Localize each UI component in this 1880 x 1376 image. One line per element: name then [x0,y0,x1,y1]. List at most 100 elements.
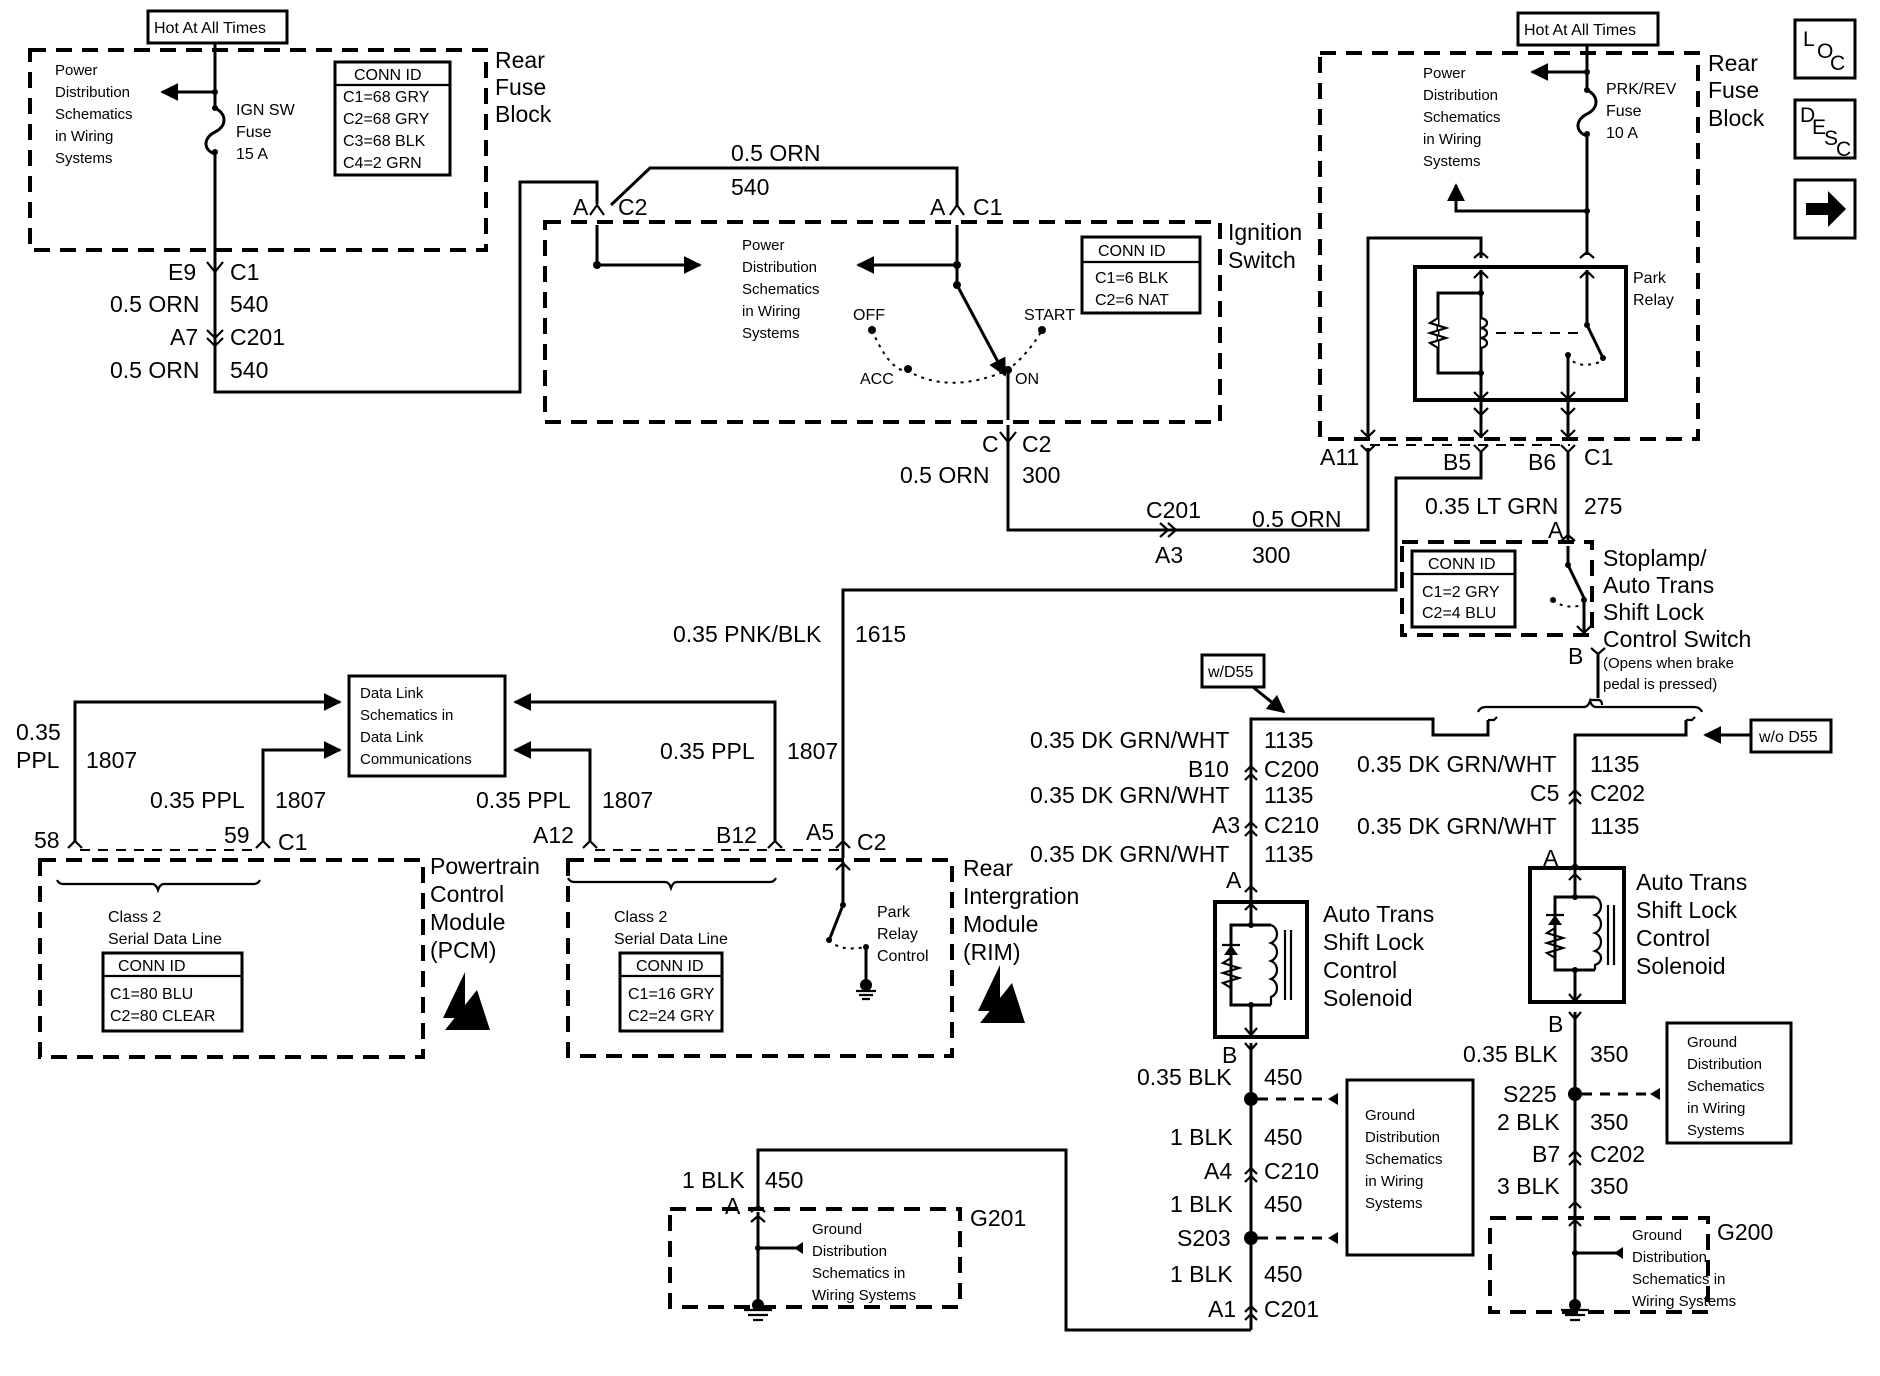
wire-color: 1 BLK [1170,1124,1233,1150]
ground-g200: Ground Distribution Schematics in Wiring… [1488,1200,1773,1322]
ground-distribution-ref[interactable]: Ground Distribution Schematics in Wiring… [1665,1021,1793,1145]
bus-label: Class 2 [108,909,161,926]
svg-text:Schematics: Schematics [55,106,133,123]
svg-text:Systems: Systems [1687,1122,1745,1139]
power-distribution-ref[interactable]: Power Distribution Schematics in Wiring … [1423,65,1501,170]
wire-color: 0.5 ORN [110,291,199,317]
desc-letter-s: S [1824,127,1838,150]
pcm-module: 58 59 C1 Powertrain Control Module (PCM)… [34,822,540,1059]
solenoid-title: Solenoid [1636,953,1726,979]
svg-text:CONN ID: CONN ID [1428,556,1496,573]
option-w-d55: w/D55 [1200,653,1286,714]
connector-label: C201 [1146,497,1201,523]
ground-distribution-ref[interactable]: Ground Distribution Schematics in Wiring… [1345,1078,1475,1257]
pin-label: B [1548,1011,1563,1037]
svg-text:Schematics in: Schematics in [360,707,453,724]
relay-label: Park [1633,270,1667,287]
ground-icon [856,989,876,1001]
svg-text:Schematics in: Schematics in [1632,1271,1725,1288]
svg-text:Distribution: Distribution [1365,1129,1440,1146]
svg-text:Wiring Systems: Wiring Systems [1632,1293,1736,1310]
position-off: OFF [853,307,885,324]
wire-color: 0.5 ORN [110,357,199,383]
conn-id-table: CONN ID C1=68 GRY C2=68 GRY C3=68 BLK C4… [333,60,452,177]
switch-note: pedal is pressed) [1603,676,1717,693]
conn-id-table: CONN ID C1=16 GRY C2=24 GRY [618,951,724,1033]
circuit-number: 450 [765,1167,803,1193]
solenoid-left: 0.35 DK GRN/WHT 1135 B10 C200 0.35 DK GR… [756,727,1475,1332]
svg-text:C3=68 BLK: C3=68 BLK [343,133,426,150]
circuit-number: 1135 [1264,727,1313,753]
stoplamp-switch-title: Control Switch [1603,626,1751,652]
wire-color: 0.5 ORN [1252,506,1341,532]
svg-text:w/o D55: w/o D55 [1758,729,1818,746]
svg-text:C2=68 GRY: C2=68 GRY [343,111,430,128]
pin-label: A11 [1320,444,1359,470]
svg-text:Schematics: Schematics [1365,1151,1443,1168]
power-distribution-ref[interactable]: Power Distribution Schematics in Wiring … [55,62,133,167]
solenoid-title: Solenoid [1323,985,1413,1011]
wire-color: 1 BLK [682,1167,745,1193]
circuit-number: 450 [1264,1261,1302,1287]
fuse-icon [204,106,226,156]
pin-label: A1 [1208,1296,1236,1322]
wire-color: 0.35 BLK [1137,1064,1232,1090]
loc-letter-l: L [1803,28,1815,51]
ground-g201: 1 BLK 450 A Ground Distribution Schemati… [668,1167,1026,1322]
ground-icon [744,1308,772,1322]
rim-title: Module [963,911,1038,937]
svg-text:C2=6 NAT: C2=6 NAT [1095,292,1169,309]
next-button[interactable] [1793,178,1857,240]
position-start: START [1024,307,1075,324]
wire-color: 0.35 PPL [150,787,245,813]
pin-label: B12 [716,822,757,848]
right-fuse-block: Hot At All Times Rear Fuse Block Power D… [1318,11,1765,475]
power-distribution-ref[interactable]: Power Distribution Schematics in Wiring … [742,237,820,342]
ground-name: G200 [1717,1219,1773,1245]
circuit-number: 1135 [1264,782,1313,808]
pcm-title: (PCM) [430,937,496,963]
switch-note: (Opens when brake [1603,655,1734,672]
solenoid-right: 0.35 DK GRN/WHT 1135 C5 C202 0.35 DK GRN… [1357,751,1793,1300]
pin-label: A4 [1204,1158,1232,1184]
svg-text:C1=16 GRY: C1=16 GRY [628,986,715,1003]
solenoid-title: Shift Lock [1636,897,1737,923]
loc-letter-c: C [1830,52,1845,75]
circuit-number: 1807 [275,787,326,813]
hot-label-text: Hot At All Times [1524,22,1636,39]
svg-text:in Wiring: in Wiring [1687,1100,1745,1117]
svg-text:CONN ID: CONN ID [636,958,704,975]
pin-label: 59 [224,822,250,848]
svg-text:in Wiring: in Wiring [1423,131,1481,148]
fuse-label: Fuse [236,124,272,141]
connector-label: C1 [278,829,307,855]
wire-color: 1 BLK [1170,1191,1233,1217]
wire-color: 0.35 DK GRN/WHT [1030,727,1229,753]
fuse-block-title: Rear [1708,50,1758,76]
svg-text:Power: Power [1423,65,1466,82]
svg-text:C2=24 GRY: C2=24 GRY [628,1008,715,1025]
connector-label: C202 [1590,1141,1645,1167]
desc-button[interactable]: D E S C [1793,98,1857,161]
connector-label: C1 [230,259,259,285]
splice-label: S203 [1177,1225,1231,1251]
connector-label: C200 [1264,756,1319,782]
wire-1615: 0.35 PNK/BLK 1615 [673,452,1483,858]
svg-text:Data Link: Data Link [360,685,424,702]
data-link-ref[interactable]: Data Link Schematics in Data Link Commun… [347,674,507,778]
ground-distribution-ref[interactable]: Ground Distribution Schematics in Wiring… [1632,1227,1736,1310]
conn-id-table: CONN ID C1=2 GRY C2=4 BLU [1410,549,1517,629]
connector-label: C2 [618,194,647,220]
loc-button[interactable]: L O C [1793,18,1857,80]
esd-warning-icon [443,972,490,1030]
pin-label: 58 [34,827,60,853]
svg-text:Ground: Ground [1365,1107,1415,1124]
ground-distribution-ref[interactable]: Ground Distribution Schematics in Wiring… [812,1221,916,1304]
wire-540: E9 C1 0.5 ORN 540 A7 C201 0.5 ORN 540 [110,180,599,394]
desc-letter-e: E [1812,116,1826,139]
wire-color: 0.35 PNK/BLK [673,621,822,647]
circuit-number: 1135 [1264,841,1313,867]
connector-label: C1 [973,194,1002,220]
fuse-icon [1576,88,1598,138]
pin-label: B10 [1188,756,1229,782]
